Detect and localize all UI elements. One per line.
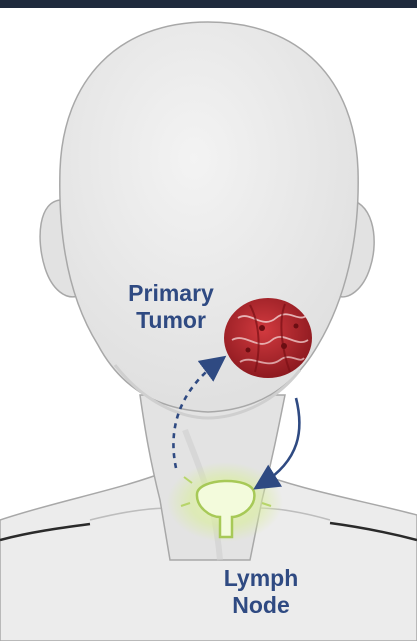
primary-tumor-label-line2: Tumor — [96, 307, 246, 334]
lymph-node-label: Lymph Node — [186, 565, 336, 619]
lymph-node-label-line1: Lymph — [186, 565, 336, 592]
lymph-node-label-line2: Node — [186, 592, 336, 619]
primary-tumor-label: Primary Tumor — [96, 280, 246, 334]
primary-tumor-label-line1: Primary — [96, 280, 246, 307]
head — [60, 22, 358, 412]
top-frame-bar — [0, 0, 417, 8]
